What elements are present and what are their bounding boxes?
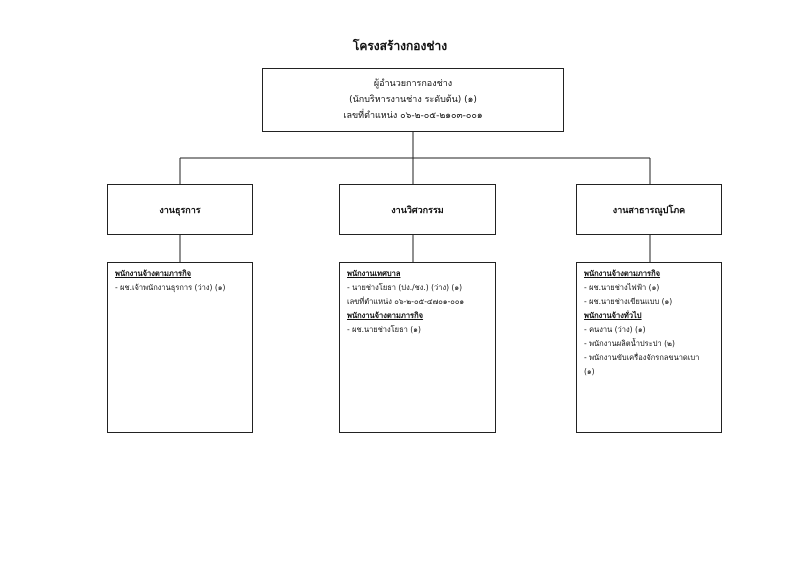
dept-name: งานธุรการ [159,205,201,216]
staff-box-engineering: พนักงานเทศบาล - นายช่างโยธา (ปง./ชง.) (ว่… [339,262,496,433]
director-box: ผู้อำนวยการกองช่าง (นักบริหารงานช่าง ระด… [262,68,564,132]
director-position-number: เลขที่ตำแหน่ง ๐๖-๒-๐๕-๒๑๐๓-๐๐๑ [343,111,483,121]
director-level: (นักบริหารงานช่าง ระดับต้น) (๑) [349,95,477,105]
dept-name: งานวิศวกรรม [391,205,444,216]
staff-item: เลขที่ตำแหน่ง ๐๖-๒-๐๕-๔๗๐๑-๐๐๑ [347,297,465,306]
staff-group-heading: พนักงานจ้างตามภารกิจ [115,269,192,278]
dept-box-admin: งานธุรการ [107,184,253,235]
staff-item: - ผช.เจ้าพนักงานธุรการ (ว่าง) (๑) [115,283,226,292]
staff-item: - ผช.นายช่างโยธา (๑) [347,325,421,334]
staff-box-admin: พนักงานจ้างตามภารกิจ - ผช.เจ้าพนักงานธุรก… [107,262,253,433]
staff-item: - นายช่างโยธา (ปง./ชง.) (ว่าง) (๑) [347,283,463,292]
staff-item: - พนักงานผลิตน้ำประปา (๒) [584,339,675,348]
staff-item: (๑) [584,367,595,376]
staff-box-utilities: พนักงานจ้างตามภารกิจ - ผช.นายช่างไฟฟ้า (๑… [576,262,722,433]
staff-item: - ผช.นายช่างไฟฟ้า (๑) [584,283,660,292]
staff-item: - ผช.นายช่างเขียนแบบ (๑) [584,297,673,306]
director-title: ผู้อำนวยการกองช่าง [373,79,453,89]
dept-box-engineering: งานวิศวกรรม [339,184,496,235]
staff-group-heading: พนักงานเทศบาล [347,269,401,278]
dept-name: งานสาธารณูปโภค [612,205,686,216]
dept-box-utilities: งานสาธารณูปโภค [576,184,722,235]
page-title: โครงสร้างกองช่าง [352,39,448,53]
staff-group-heading: พนักงานจ้างตามภารกิจ [347,311,424,320]
staff-item: - พนักงานขับเครื่องจักรกลขนาดเบา [584,353,700,362]
staff-item: - คนงาน (ว่าง) (๑) [584,325,646,334]
staff-group-heading: พนักงานจ้างตามภารกิจ [584,269,661,278]
staff-group-heading: พนักงานจ้างทั่วไป [584,311,642,320]
